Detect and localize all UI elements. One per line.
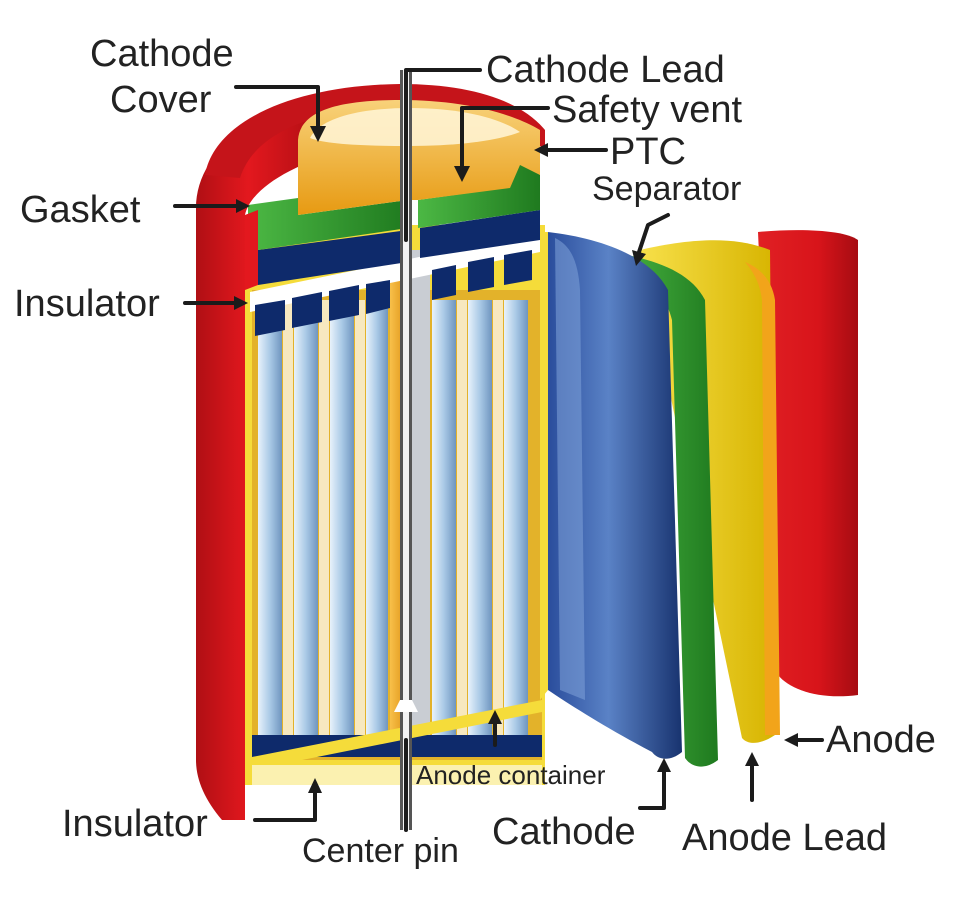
label-cathode-cover-2: Cover — [110, 79, 212, 121]
label-anode-lead: Anode Lead — [682, 817, 887, 859]
cathode-layer — [548, 232, 682, 759]
label-cathode-lead: Cathode Lead — [486, 49, 725, 91]
label-insulator-bottom: Insulator — [62, 803, 208, 845]
cell-core — [245, 225, 548, 785]
label-ptc: PTC — [610, 131, 686, 173]
label-cathode: Cathode — [492, 811, 636, 853]
label-separator: Separator — [592, 170, 741, 208]
leader-insulator-bottom — [255, 790, 315, 820]
label-center-pin: Center pin — [302, 832, 459, 870]
label-anode: Anode — [826, 719, 936, 761]
label-safety-vent: Safety vent — [552, 89, 743, 131]
label-anode-container: Anode container — [416, 760, 606, 790]
leader-cathode — [640, 768, 664, 808]
label-gasket: Gasket — [20, 189, 141, 231]
label-cathode-cover-1: Cathode — [90, 33, 234, 75]
label-insulator-top: Insulator — [14, 283, 160, 325]
